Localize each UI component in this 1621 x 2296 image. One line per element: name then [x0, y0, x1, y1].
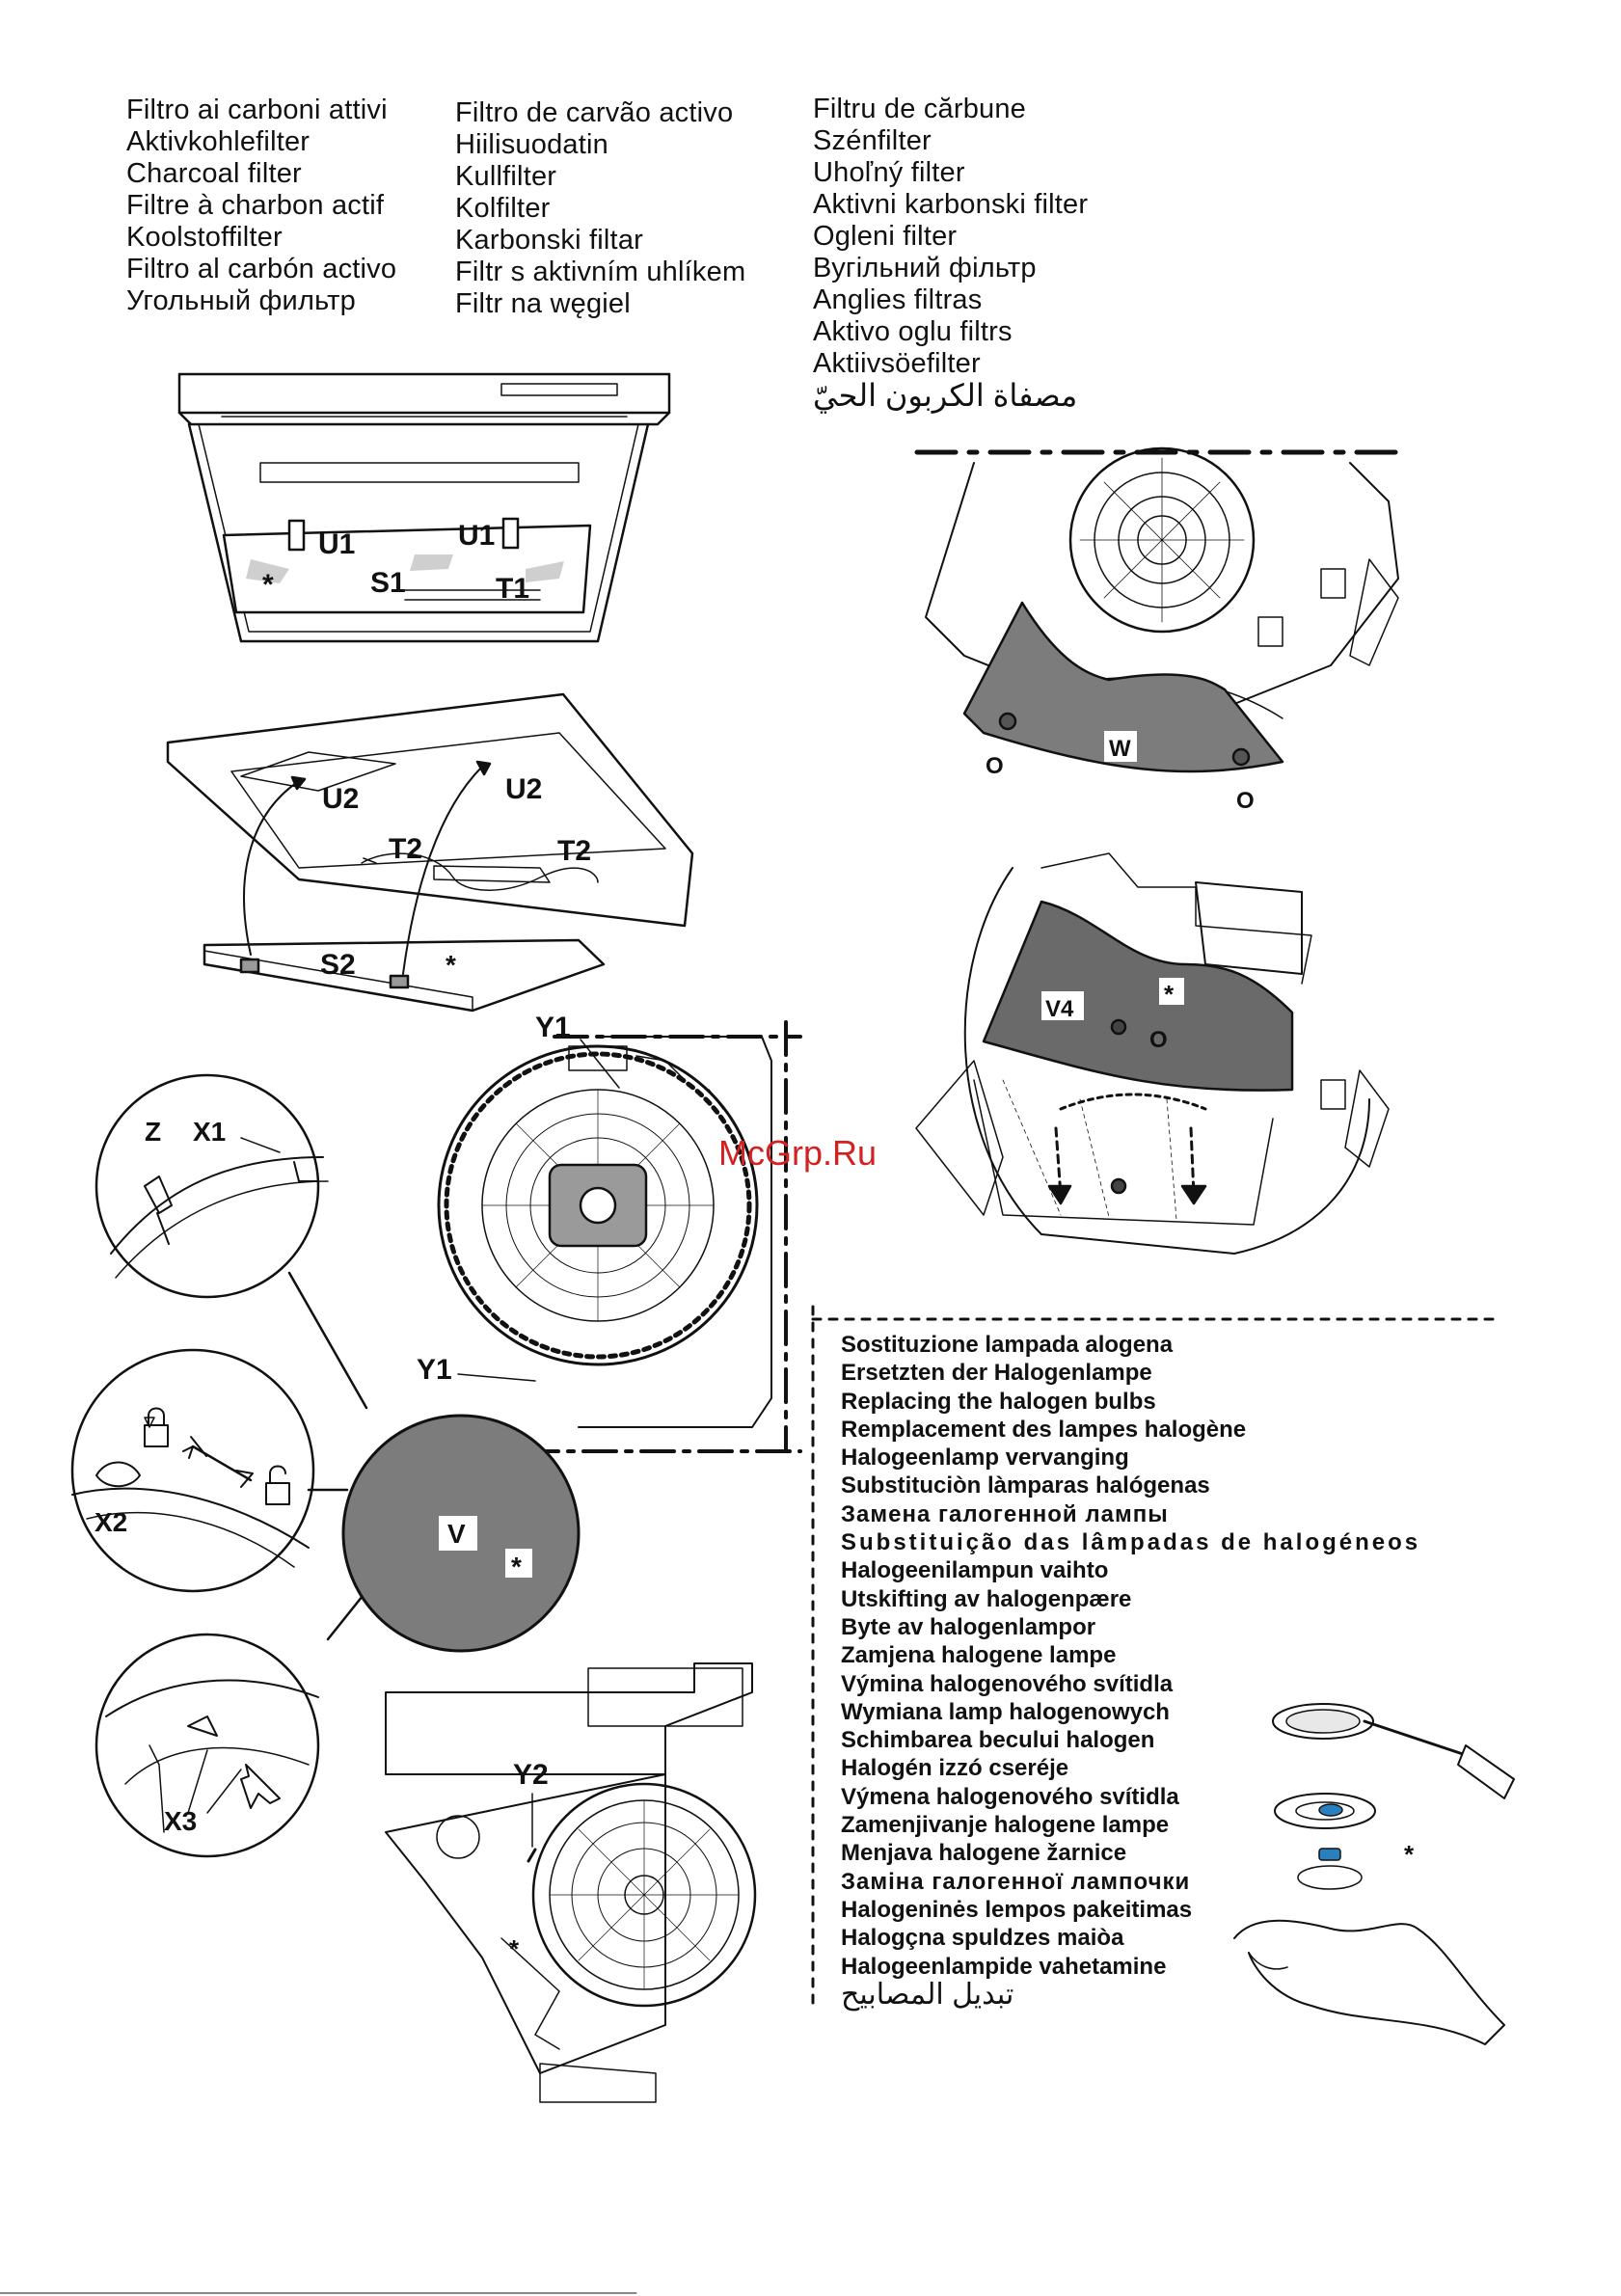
halogen-lamp-illustration: [1233, 1703, 1515, 2045]
halogen-title: Schimbarea becului halogen: [841, 1727, 1155, 1754]
halogen-title: Remplacement des lampes halogène: [841, 1416, 1247, 1443]
halogen-title: Halogeenlamp vervanging: [841, 1445, 1129, 1472]
label-star: *: [509, 1934, 520, 1963]
halogen-title: Замена галогенной лампы: [841, 1500, 1169, 1527]
label-v: V: [447, 1519, 466, 1549]
filter-title: Filtre à charbon actif: [126, 190, 385, 221]
label-u2: U2: [505, 773, 542, 805]
filter-title: Aktivkohlefilter: [126, 126, 311, 157]
halogen-title: Halogén izzó cseréje: [841, 1755, 1069, 1782]
label-o: O: [986, 753, 1004, 779]
halogen-title: Заміна галогенної лампочки: [841, 1868, 1191, 1895]
fan-housing-illustration: [437, 1020, 802, 1453]
filter-title: Filtru de cărbune: [813, 94, 1027, 124]
label-star: *: [1164, 980, 1175, 1009]
label-u1: U1: [458, 520, 495, 552]
halogen-title: Substituciòn làmparas halógenas: [841, 1472, 1210, 1499]
halogen-title-arabic: تبديل المصابيح: [841, 1978, 1014, 2011]
halogen-title: Ersetzten der Halogenlampe: [841, 1360, 1152, 1387]
halogen-title: Halogçna spuldzes maiòa: [841, 1925, 1124, 1952]
blower-filter-v4-illustration: [915, 852, 1390, 1255]
label-o: O: [1149, 1027, 1168, 1053]
halogen-title: Substituição das lâmpadas de halogéneos: [841, 1529, 1421, 1556]
label-star: *: [1404, 1840, 1415, 1869]
halogen-title: Výmina halogenového svítidla: [841, 1670, 1174, 1697]
label-star: *: [262, 569, 274, 601]
filter-title: Aktivni karbonski filter: [813, 189, 1089, 220]
halogen-title: Halogeenilampun vaihto: [841, 1557, 1109, 1584]
label-y2: Y2: [513, 1759, 549, 1791]
filter-title-column-1: Filtro ai carboni attivi Aktivkohlefilte…: [126, 95, 396, 317]
label-u2: U2: [322, 783, 359, 815]
halogen-title: Halogeninės lempos pakeitimas: [841, 1896, 1193, 1923]
blower-filter-w-illustration: [925, 446, 1399, 773]
filter-title: Kullfilter: [455, 161, 557, 192]
halogen-title: Zamenjivanje halogene lampe: [841, 1812, 1170, 1839]
halogen-title: Byte av halogenlampor: [841, 1613, 1096, 1640]
label-x1: X1: [193, 1117, 226, 1147]
filter-title: Karbonski filtar: [455, 225, 643, 256]
label-u1: U1: [318, 528, 355, 560]
label-y1: Y1: [417, 1354, 452, 1386]
label-star: *: [511, 1552, 522, 1581]
filter-title: Вугільний фільтр: [813, 253, 1037, 284]
label-s1: S1: [370, 567, 406, 599]
halogen-title-list: Sostituzione lampada alogena Ersetzten d…: [841, 1331, 1420, 2009]
label-o: O: [1236, 788, 1255, 814]
filter-title: Угольный фильтр: [126, 285, 356, 316]
hood-filter-s2-illustration: [166, 692, 694, 1013]
halogen-title: Replacing the halogen bulbs: [841, 1388, 1156, 1415]
filter-title: Filtr na węgiel: [455, 288, 631, 319]
filter-title: Anglies filtras: [813, 284, 983, 315]
halogen-title: Sostituzione lampada alogena: [841, 1332, 1174, 1358]
filter-title-arabic: مصفاة الكربون الحيّ: [813, 378, 1078, 413]
hood-filter-s1-illustration: [177, 372, 671, 643]
label-v4: V4: [1045, 996, 1074, 1022]
filter-title: Aktiivsöefilter: [813, 348, 981, 379]
label-w: W: [1109, 736, 1131, 762]
label-x3: X3: [164, 1806, 197, 1836]
filter-title: Filtro al carbón activo: [126, 254, 397, 284]
halogen-title: Halogeenlampide vahetamine: [841, 1953, 1167, 1980]
filter-title: Szénfilter: [813, 125, 932, 156]
filter-title: Uhoľný filter: [813, 157, 965, 188]
filter-title: Filtro de carvão activo: [455, 97, 734, 128]
label-star: *: [446, 950, 456, 980]
filter-title: Koolstoffilter: [126, 222, 283, 253]
filter-title: Aktivo oglu filtrs: [813, 316, 1013, 347]
detail-circle-x1: [95, 1073, 329, 1299]
filter-title-column-3: Filtru de cărbune Szénfilter Uhoľný filt…: [813, 94, 1102, 412]
filter-title: Hiilisuodatin: [455, 129, 608, 160]
label-z: Z: [145, 1117, 161, 1147]
detail-circle-x2: [70, 1348, 315, 1593]
filter-title: Ogleni filter: [813, 221, 958, 252]
halogen-title: Zamjena halogene lampe: [841, 1642, 1117, 1669]
label-t2: T2: [557, 835, 591, 867]
halogen-title: Utskifting av halogenpære: [841, 1585, 1132, 1612]
filter-title: Filtr s aktivním uhlíkem: [455, 257, 746, 287]
filter-title: Filtro ai carboni attivi: [126, 95, 388, 125]
label-t1: T1: [496, 573, 529, 605]
halogen-title: Výmena halogenového svítidla: [841, 1783, 1179, 1810]
label-x2: X2: [95, 1507, 127, 1537]
filter-title: Charcoal filter: [126, 158, 302, 189]
halogen-title: Wymiana lamp halogenowych: [841, 1698, 1170, 1725]
detail-circle-x3: [95, 1633, 320, 1858]
fan-unit-y2-illustration: [385, 1662, 757, 2103]
watermark: McGrp.Ru: [718, 1133, 878, 1173]
label-t2: T2: [389, 833, 422, 865]
halogen-title: Menjava halogene žarnice: [841, 1840, 1127, 1867]
label-s2: S2: [320, 949, 356, 981]
filter-title-column-2: Filtro de carvão activo Hiilisuodatin Ku…: [455, 97, 745, 320]
label-y1: Y1: [535, 1012, 571, 1043]
filter-title: Kolfilter: [455, 193, 551, 224]
